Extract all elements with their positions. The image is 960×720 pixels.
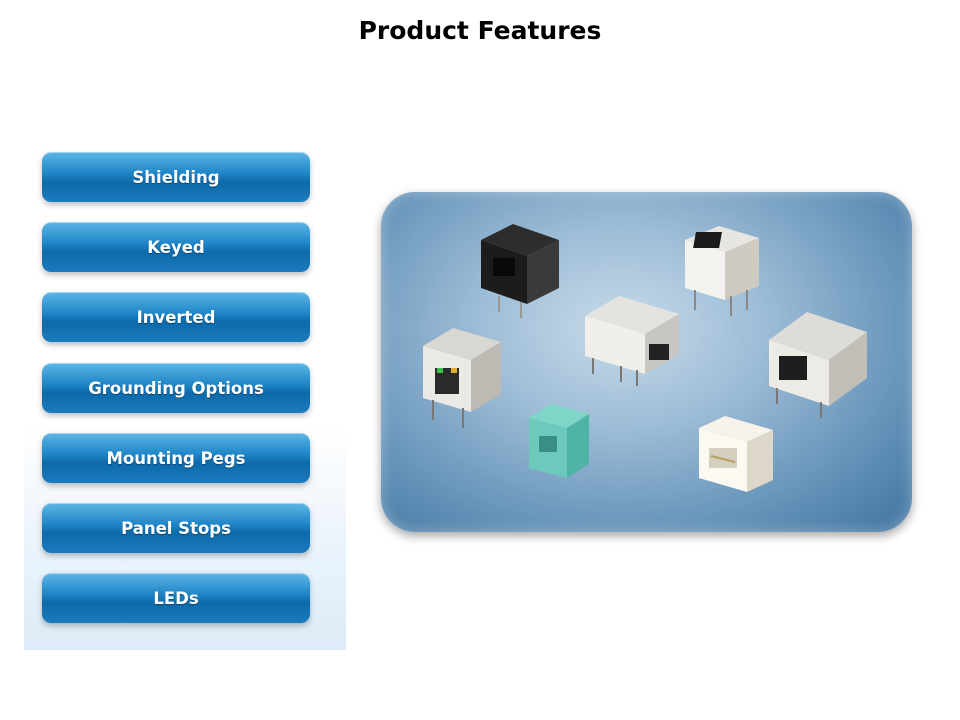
center-shielded-connector-image	[585, 296, 679, 386]
grounding-options-button[interactable]: Grounding Options	[42, 363, 310, 413]
black-connector-image	[481, 224, 559, 318]
page-title: Product Features	[358, 16, 602, 45]
shielding-button[interactable]: Shielding	[42, 152, 310, 202]
inverted-button[interactable]: Inverted	[42, 292, 310, 342]
mounting-pegs-button[interactable]: Mounting Pegs	[42, 433, 310, 483]
right-shielded-connector-image	[769, 312, 867, 418]
product-photo	[381, 192, 912, 532]
white-keystone-connector-image	[699, 416, 773, 492]
connector-illustration	[423, 224, 867, 492]
panel-stops-button[interactable]: Panel Stops	[42, 503, 310, 553]
teal-keystone-connector-image	[529, 404, 589, 478]
keyed-button[interactable]: Keyed	[42, 222, 310, 272]
leds-button[interactable]: LEDs	[42, 573, 310, 623]
led-connector-image	[423, 328, 501, 428]
white-connector-top-image	[685, 226, 759, 316]
